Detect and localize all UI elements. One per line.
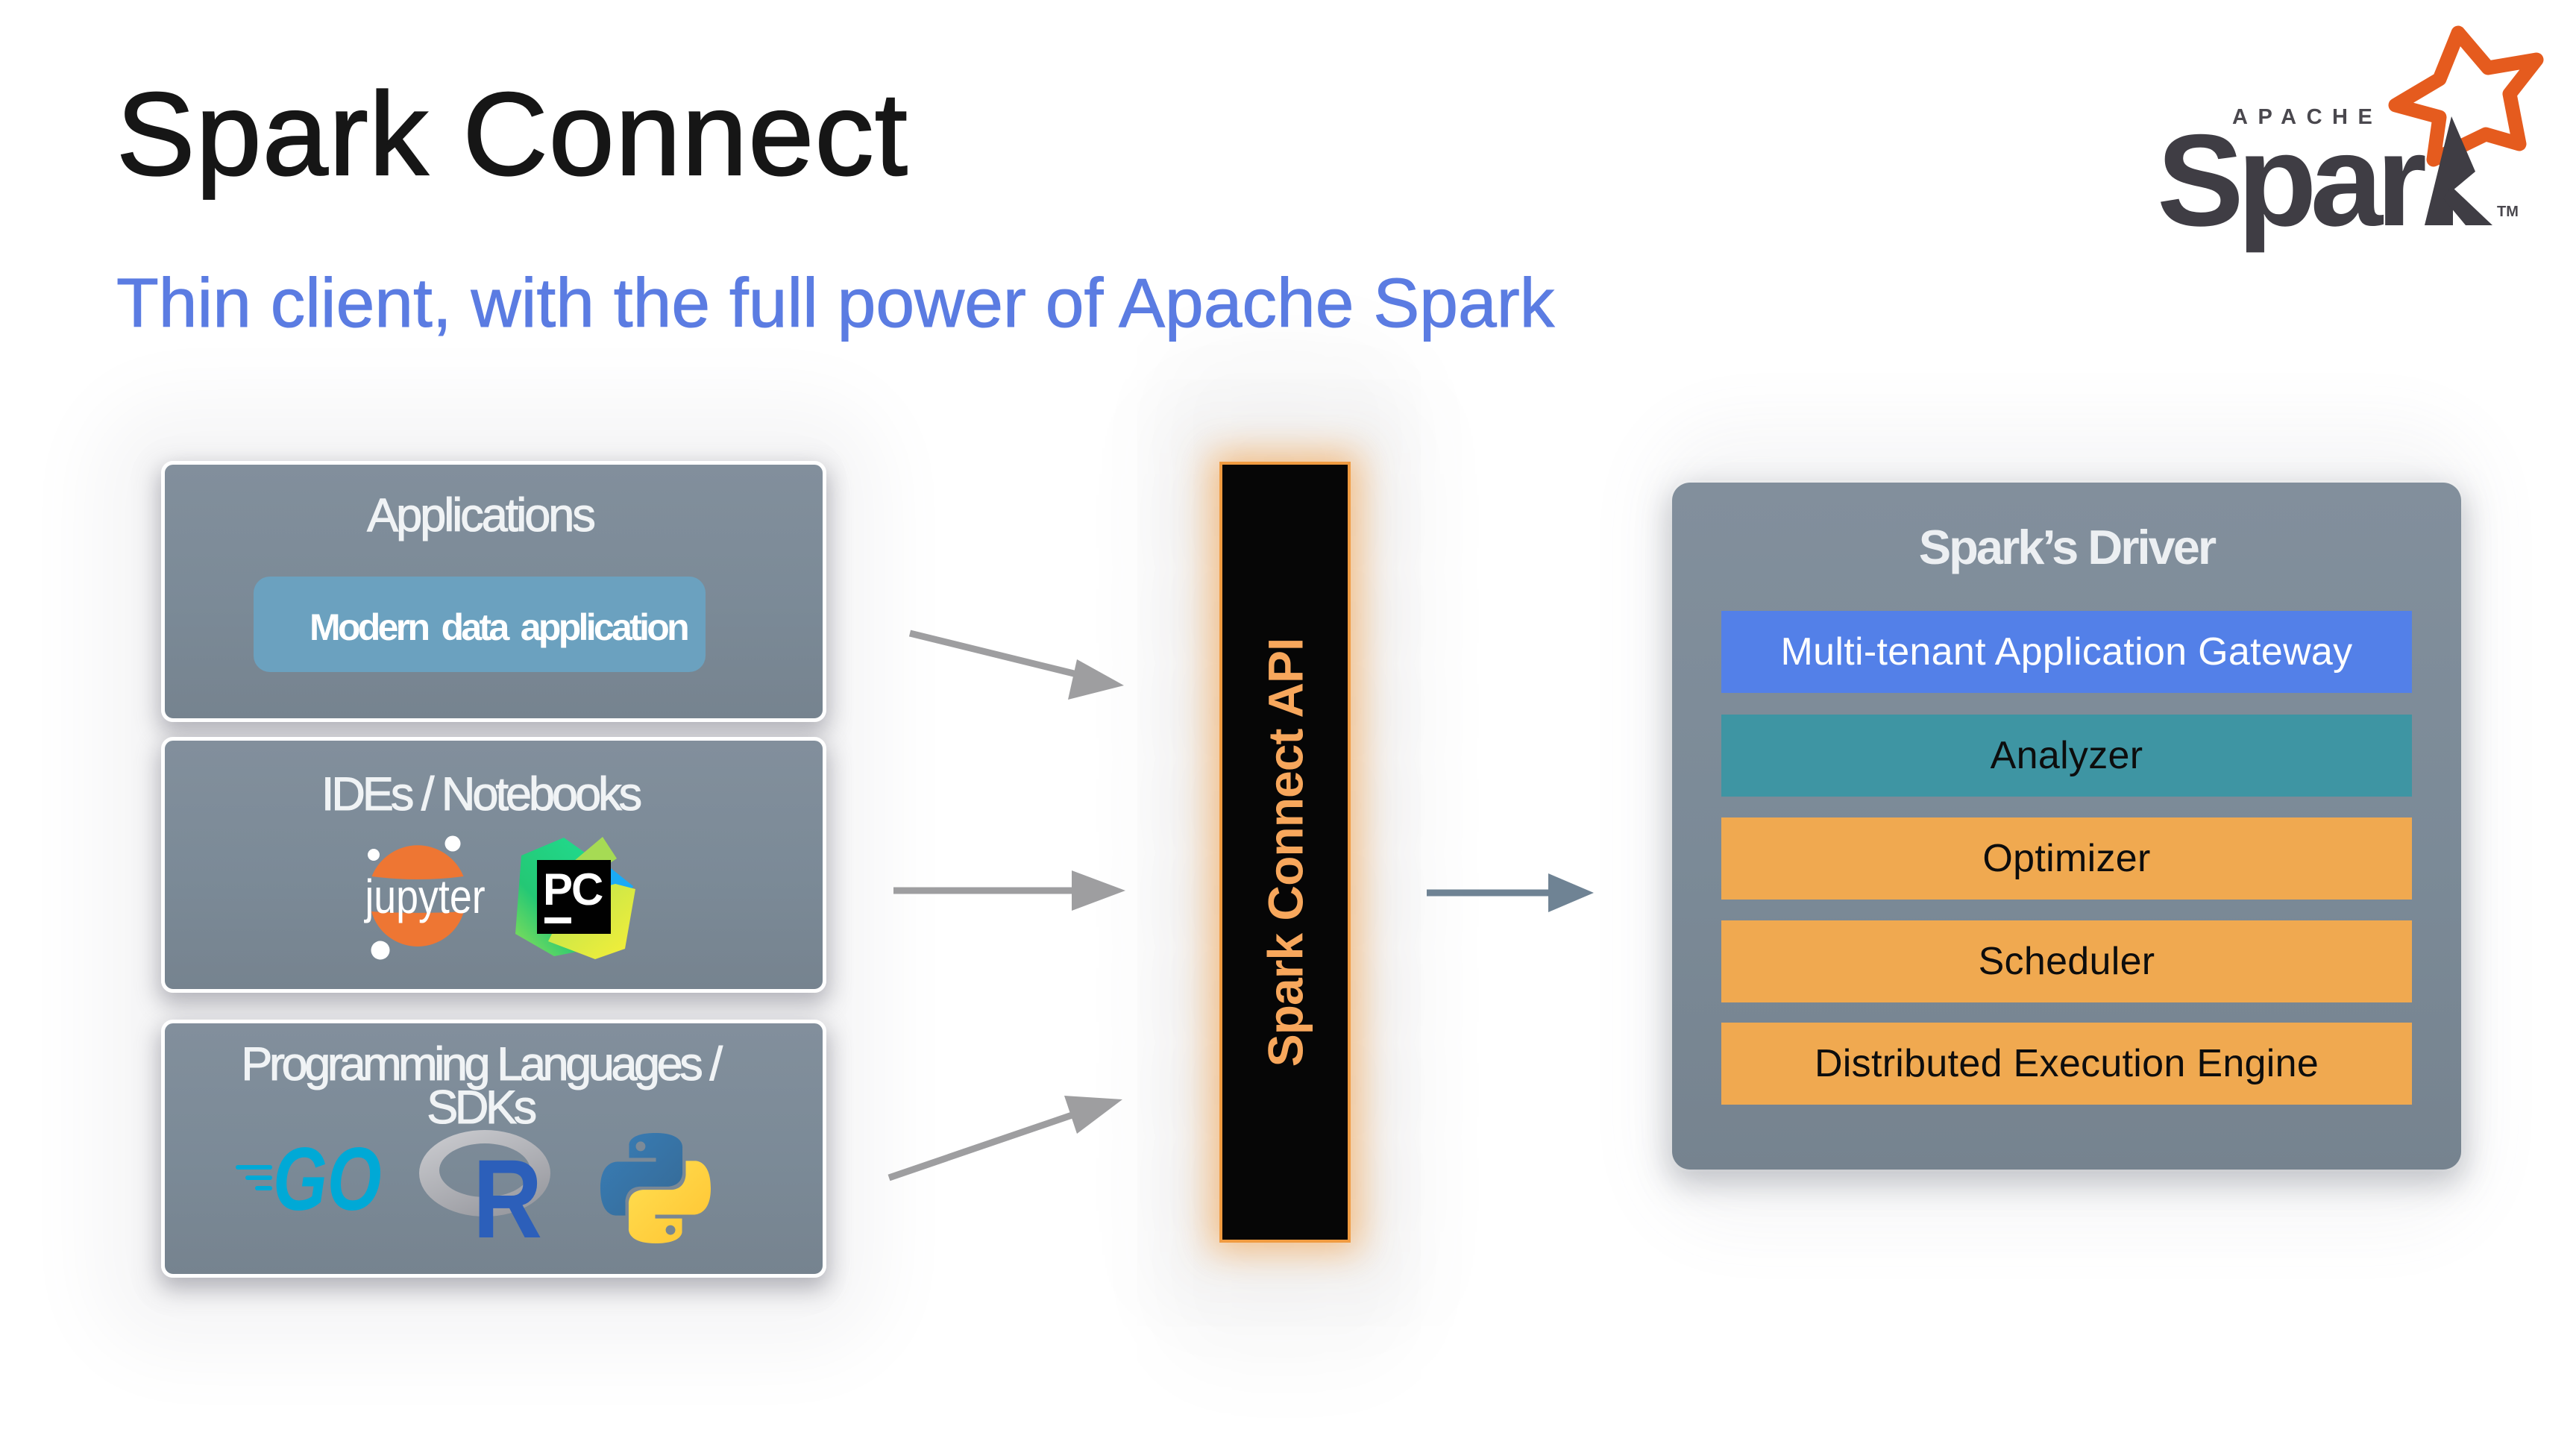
- svg-text:R: R: [473, 1136, 542, 1242]
- svg-text:APACHE: APACHE: [2232, 105, 2382, 129]
- svg-text:jupyter: jupyter: [364, 870, 486, 924]
- svg-text:TM: TM: [2497, 204, 2519, 220]
- svg-text:GO: GO: [273, 1129, 382, 1223]
- svg-text:Spar: Spar: [2157, 108, 2425, 254]
- svg-text:PC: PC: [543, 864, 603, 914]
